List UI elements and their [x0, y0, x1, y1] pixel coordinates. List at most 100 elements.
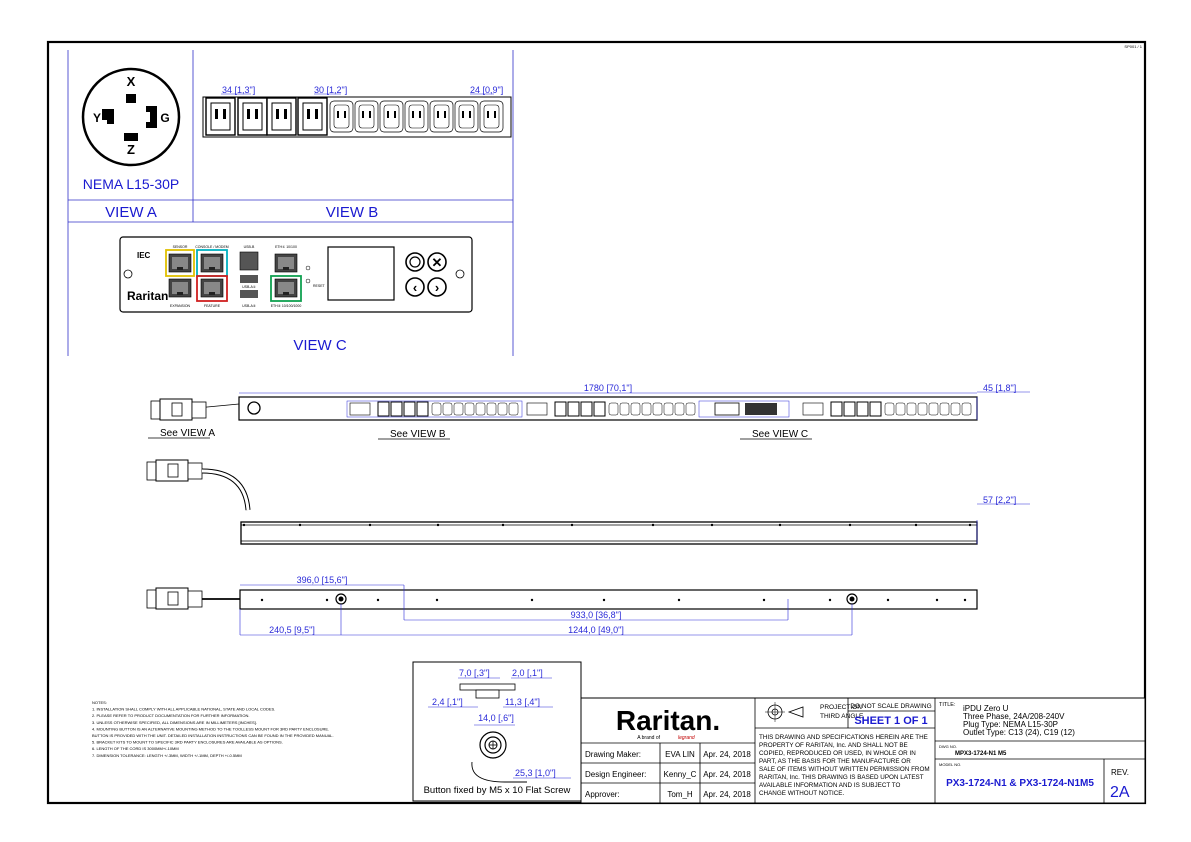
mounting-hole	[242, 523, 246, 527]
view-b-dim-3: 24 [0,9"]	[470, 85, 503, 95]
length-dimension-text: 1780 [70,1"]	[584, 383, 632, 393]
c13-outlet	[464, 402, 475, 416]
view-a-label: VIEW A	[105, 204, 157, 221]
mounting-hole	[677, 598, 681, 602]
title-line: Plug Type: NEMA L15-30P	[963, 720, 1058, 729]
c19-outlet	[580, 401, 593, 417]
c13-outlet	[641, 402, 652, 416]
breaker	[802, 402, 824, 416]
mounting-hole	[501, 523, 505, 527]
c19-outlet	[554, 401, 567, 417]
signoff-role: Drawing Maker:	[585, 750, 641, 759]
port-usb-b-label: USB-B	[244, 245, 255, 249]
front-outlets	[349, 401, 972, 417]
model-no-label: MODEL NO.	[939, 762, 961, 767]
signoff-date: Apr. 24, 2018	[703, 770, 751, 779]
view-b-dim-2: 30 [1,2"]	[314, 85, 347, 95]
breaker	[526, 402, 548, 416]
view-c-iec-mark: IEC	[137, 251, 151, 260]
mounting-hole	[710, 523, 714, 527]
c13-outlet	[608, 402, 619, 416]
pin-y	[102, 109, 114, 124]
rev-label: REV.	[1111, 768, 1129, 777]
c13-outlet	[619, 402, 630, 416]
note-line: 4. MOUNTING BUTTON IS AN ALTERNATIVE MOU…	[92, 726, 329, 731]
title-line: Outlet Type: C13 (24), C19 (12)	[963, 728, 1075, 737]
see-view-a-callout: See VIEW A	[160, 428, 215, 439]
button-dim-7: 7,0 [,3"]	[459, 668, 490, 678]
mounting-hole	[436, 523, 440, 527]
width-dimension-text: 45 [1,8"]	[983, 383, 1016, 393]
projection-label: PROJECTION	[820, 704, 862, 711]
raritan-logo: Raritan.	[616, 705, 720, 736]
front-ports	[745, 403, 777, 415]
mounting-hole	[530, 598, 534, 602]
c13-outlet	[442, 402, 453, 416]
pin-x	[126, 94, 136, 103]
mounting-hole	[298, 523, 302, 527]
sheet-count: SHEET 1 OF 1	[854, 715, 927, 727]
mounting-hole	[435, 598, 439, 602]
mounting-hole	[570, 523, 574, 527]
mounting-hole	[325, 598, 329, 602]
view-b-outlets	[202, 93, 512, 138]
mounting-hole	[260, 598, 264, 602]
mounting-hole	[935, 598, 939, 602]
port-usb-a2-label: USB-A②	[242, 304, 257, 308]
title-block-grid	[580, 697, 1146, 804]
button-detail	[412, 661, 582, 802]
c13-outlet	[663, 402, 674, 416]
view-c-brand: Raritan	[127, 289, 168, 303]
see-view-b-callout: See VIEW B	[390, 429, 446, 440]
mounting-hole	[828, 598, 832, 602]
c19-outlet	[856, 401, 869, 417]
notes-block: NOTES:1. INSTALLATION SHALL COMPLY WITH …	[92, 700, 334, 758]
view-b-dim-1: 34 [1,3"]	[222, 85, 255, 95]
sheet-id: SP001 / 1	[1124, 44, 1142, 49]
view-b-label: VIEW B	[326, 204, 379, 221]
reset-label: RESET	[313, 284, 326, 288]
pin-z	[124, 133, 138, 141]
mounting-hole	[778, 523, 782, 527]
c13-outlet	[652, 402, 663, 416]
signoff-role: Design Engineer:	[585, 770, 646, 779]
mounting-hole	[848, 523, 852, 527]
pin-g	[146, 106, 157, 128]
note-line: 6. LENGTH OF THE CORD IS 3000MM+/-10MM	[92, 746, 179, 751]
c13-outlet	[486, 402, 497, 416]
signoff-date: Apr. 24, 2018	[703, 790, 751, 799]
plug-type-label: NEMA L15-30P	[83, 176, 180, 192]
c13-outlet	[950, 402, 961, 416]
mounting-hole	[368, 523, 372, 527]
see-view-c-callout: See VIEW C	[752, 429, 808, 440]
port-expansion-label: EXPANSION	[170, 304, 191, 308]
disclaimer-line: SALE OF ITEMS WITHOUT WRITTEN PERMISSION…	[759, 766, 930, 773]
disclaimer-line: COPIED, REPRODUCED OR USED, IN WHOLE OR …	[759, 750, 916, 757]
c19-outlet	[593, 401, 606, 417]
note-line: 5. BRACKET KITS TO MOUNT TO SPECIFIC 3RD…	[92, 740, 283, 745]
note-line: 7. DIMENSION TOLERANCE: LENGTH +/-3MM, W…	[92, 753, 242, 758]
title-line: Three Phase, 24A/208-240V	[963, 712, 1065, 721]
disclaimer-line: PART, AS THE BASIS FOR THE MANUFACTURE O…	[759, 758, 911, 765]
mounting-hole	[886, 598, 890, 602]
pin-y-label: Y	[93, 111, 101, 125]
note-line: BUTTON IS PROVIDED WITH THE UNIT. DETAIL…	[92, 733, 334, 738]
pin-z-label: Z	[127, 142, 135, 157]
mounting-hole	[968, 523, 972, 527]
third-angle-label: THIRD ANGLE	[820, 713, 864, 720]
c19-outlet	[403, 401, 416, 417]
c13-outlet	[939, 402, 950, 416]
c19-outlet	[843, 401, 856, 417]
disclaimer-line: RARITAN, Inc. THIS DRAWING IS BASED UPON…	[759, 774, 924, 781]
svg-text:✕: ✕	[432, 255, 443, 270]
view-a-plug-face: X Y G Z	[81, 67, 181, 167]
note-line: 2. PLEASE REFER TO PRODUCT DOCUMENTATION…	[92, 713, 250, 718]
button-caption: Button fixed by M5 x 10 Flat Screw	[424, 785, 571, 796]
button-dim-25-3: 25,3 [1,0"]	[515, 768, 556, 778]
signoff-name: Kenny_C	[664, 770, 697, 779]
port-console-label: CONSOLE / MODEM	[195, 245, 229, 249]
note-line: NOTES:	[92, 700, 107, 705]
view-frames	[67, 50, 514, 356]
